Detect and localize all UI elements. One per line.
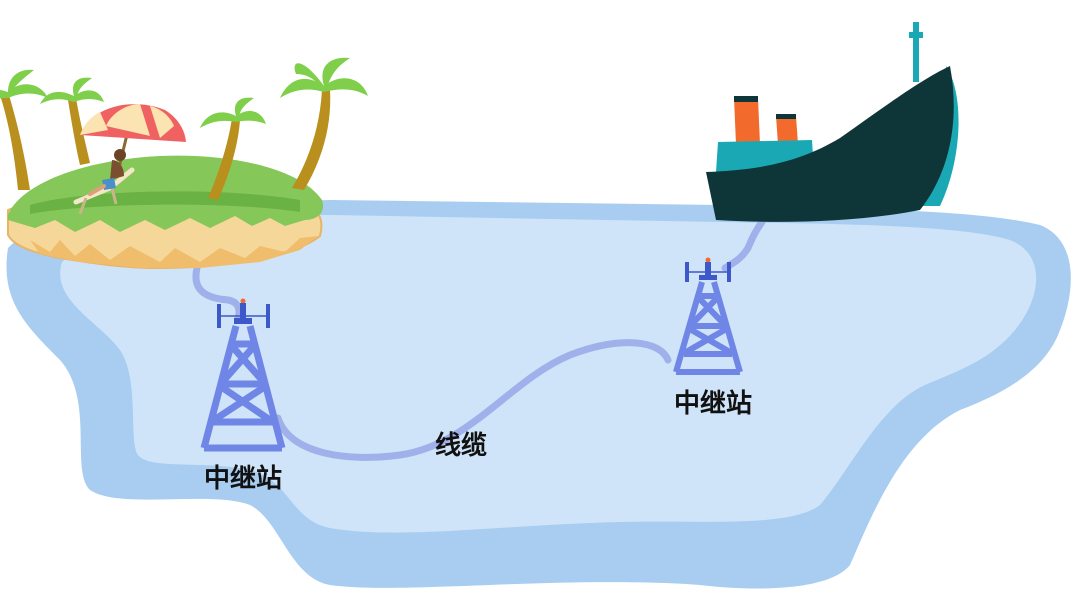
cable-label: 线缆 bbox=[435, 430, 487, 461]
cable-island-to-left-tower bbox=[192, 264, 243, 322]
cable-right-tower-to-ship bbox=[721, 218, 766, 272]
station-label-right: 中继站 bbox=[674, 388, 752, 419]
palm-tree-icon bbox=[200, 97, 266, 200]
beach-umbrella-icon bbox=[80, 104, 186, 173]
palm-tree-icon bbox=[40, 77, 104, 165]
ship-icon bbox=[706, 22, 959, 222]
relay-tower-icon bbox=[673, 257, 743, 375]
sea-inner bbox=[60, 215, 1037, 533]
cable-main bbox=[274, 339, 672, 461]
sunbather-icon bbox=[73, 149, 135, 215]
island-icon bbox=[7, 155, 324, 270]
station-label-left: 中继站 bbox=[204, 463, 282, 494]
palm-tree-icon bbox=[0, 69, 48, 190]
relay-tower-icon bbox=[200, 298, 286, 452]
palm-tree-icon bbox=[280, 57, 368, 190]
